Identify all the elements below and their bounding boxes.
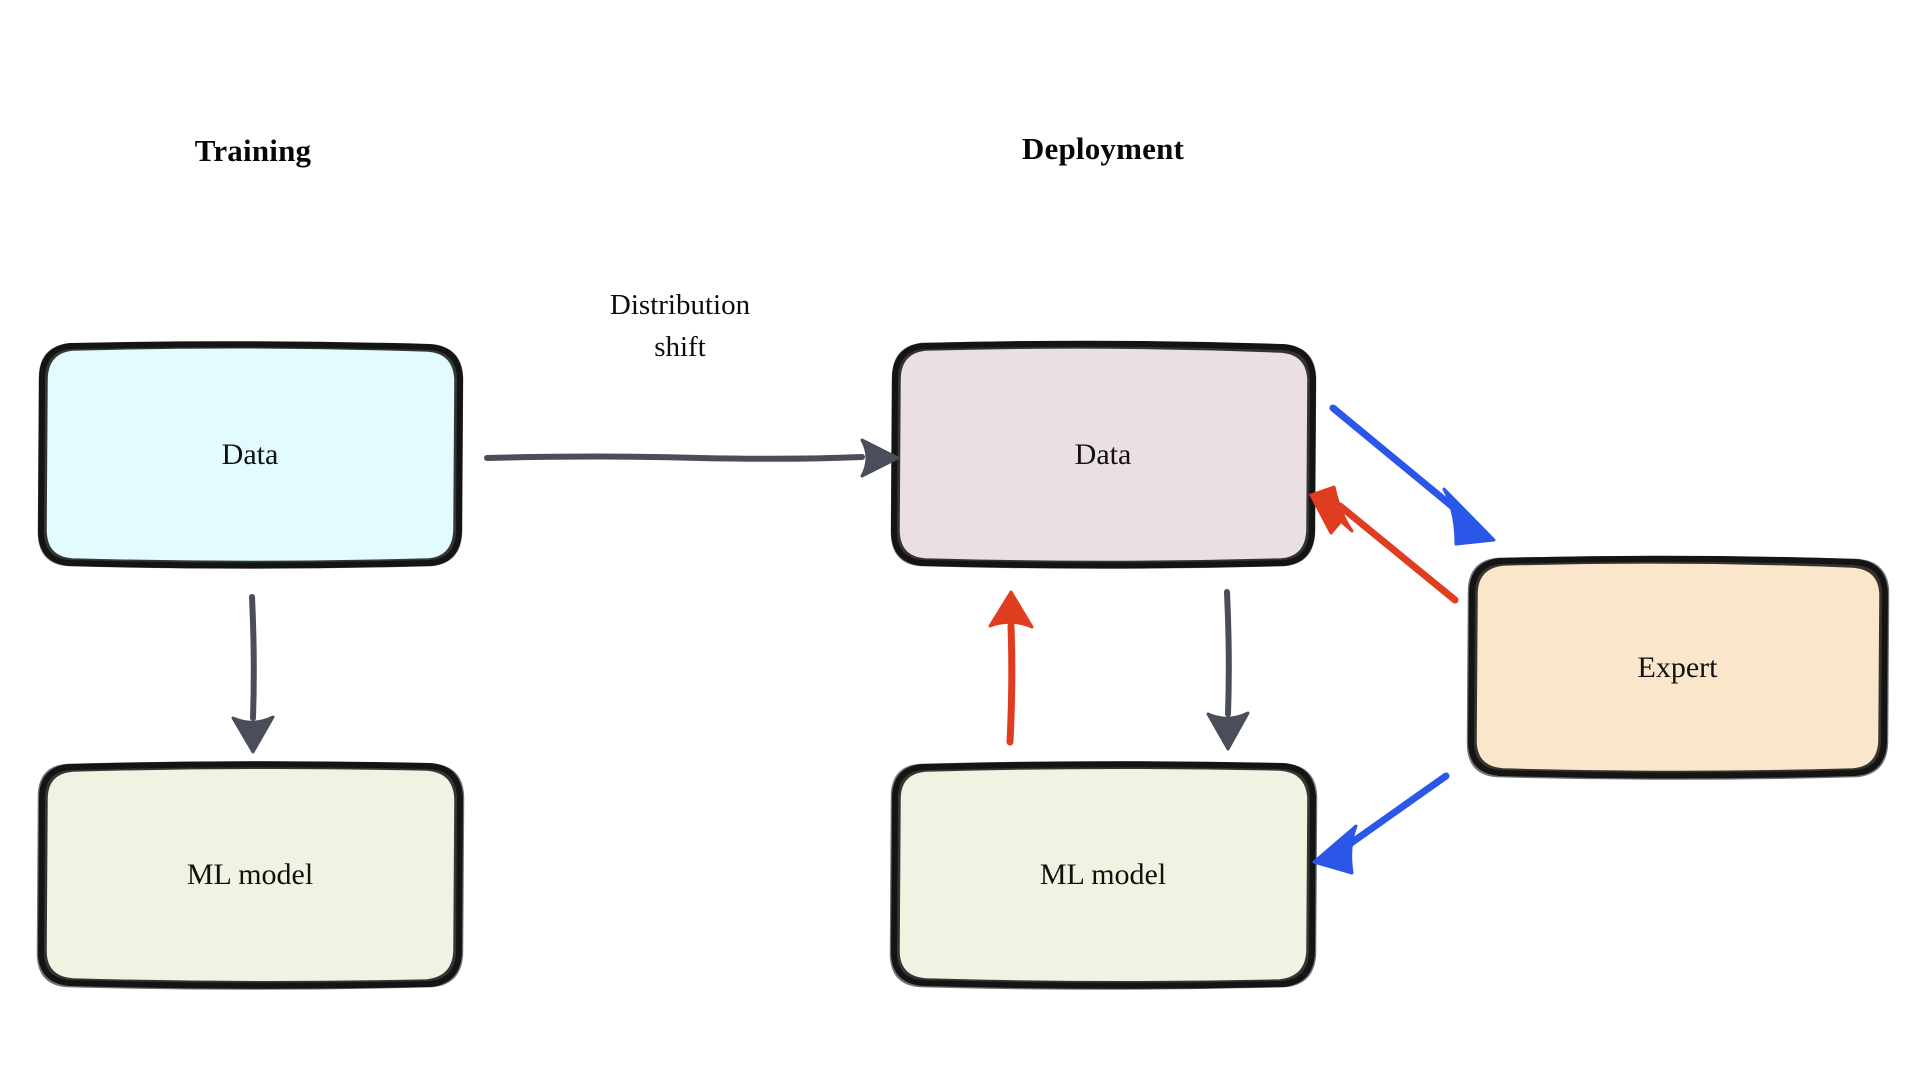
edge-training-data-to-deployment-data	[484, 438, 900, 478]
edge-label-distribution-shift-line2: shift	[654, 331, 706, 363]
edge-deployment-model-to-deployment-data	[988, 590, 1034, 746]
edge-expert-to-deployment-model	[1312, 772, 1450, 875]
sketch-border	[37, 341, 464, 569]
edge-training-data-to-training-model	[231, 594, 275, 754]
node-label: Expert	[1637, 650, 1718, 684]
node-label: Data	[1074, 438, 1132, 471]
sketch-border	[890, 340, 1317, 569]
node-expert[interactable]: Expert	[1466, 555, 1890, 780]
edge-label-distribution-shift-line1: Distribution	[609, 289, 751, 321]
column-header-training: Training	[194, 133, 312, 168]
edge-deployment-data-to-deployment-model	[1206, 589, 1250, 751]
node-training-data[interactable]: Data	[37, 341, 464, 569]
edge-expert-to-deployment-data	[1309, 485, 1459, 604]
node-deployment-ml-model[interactable]: ML model	[889, 761, 1318, 990]
node-training-ml-model[interactable]: ML model	[36, 761, 465, 990]
edge-deployment-data-to-expert	[1329, 404, 1496, 546]
node-deployment-data[interactable]: Data	[890, 340, 1317, 569]
sketch-border	[1466, 555, 1890, 780]
node-label: Data	[221, 438, 279, 471]
column-header-deployment: Deployment	[1021, 131, 1185, 166]
sketch-border	[36, 761, 465, 990]
node-label: ML model	[1039, 858, 1167, 891]
sketch-border	[889, 761, 1318, 990]
node-label: ML model	[186, 858, 314, 891]
